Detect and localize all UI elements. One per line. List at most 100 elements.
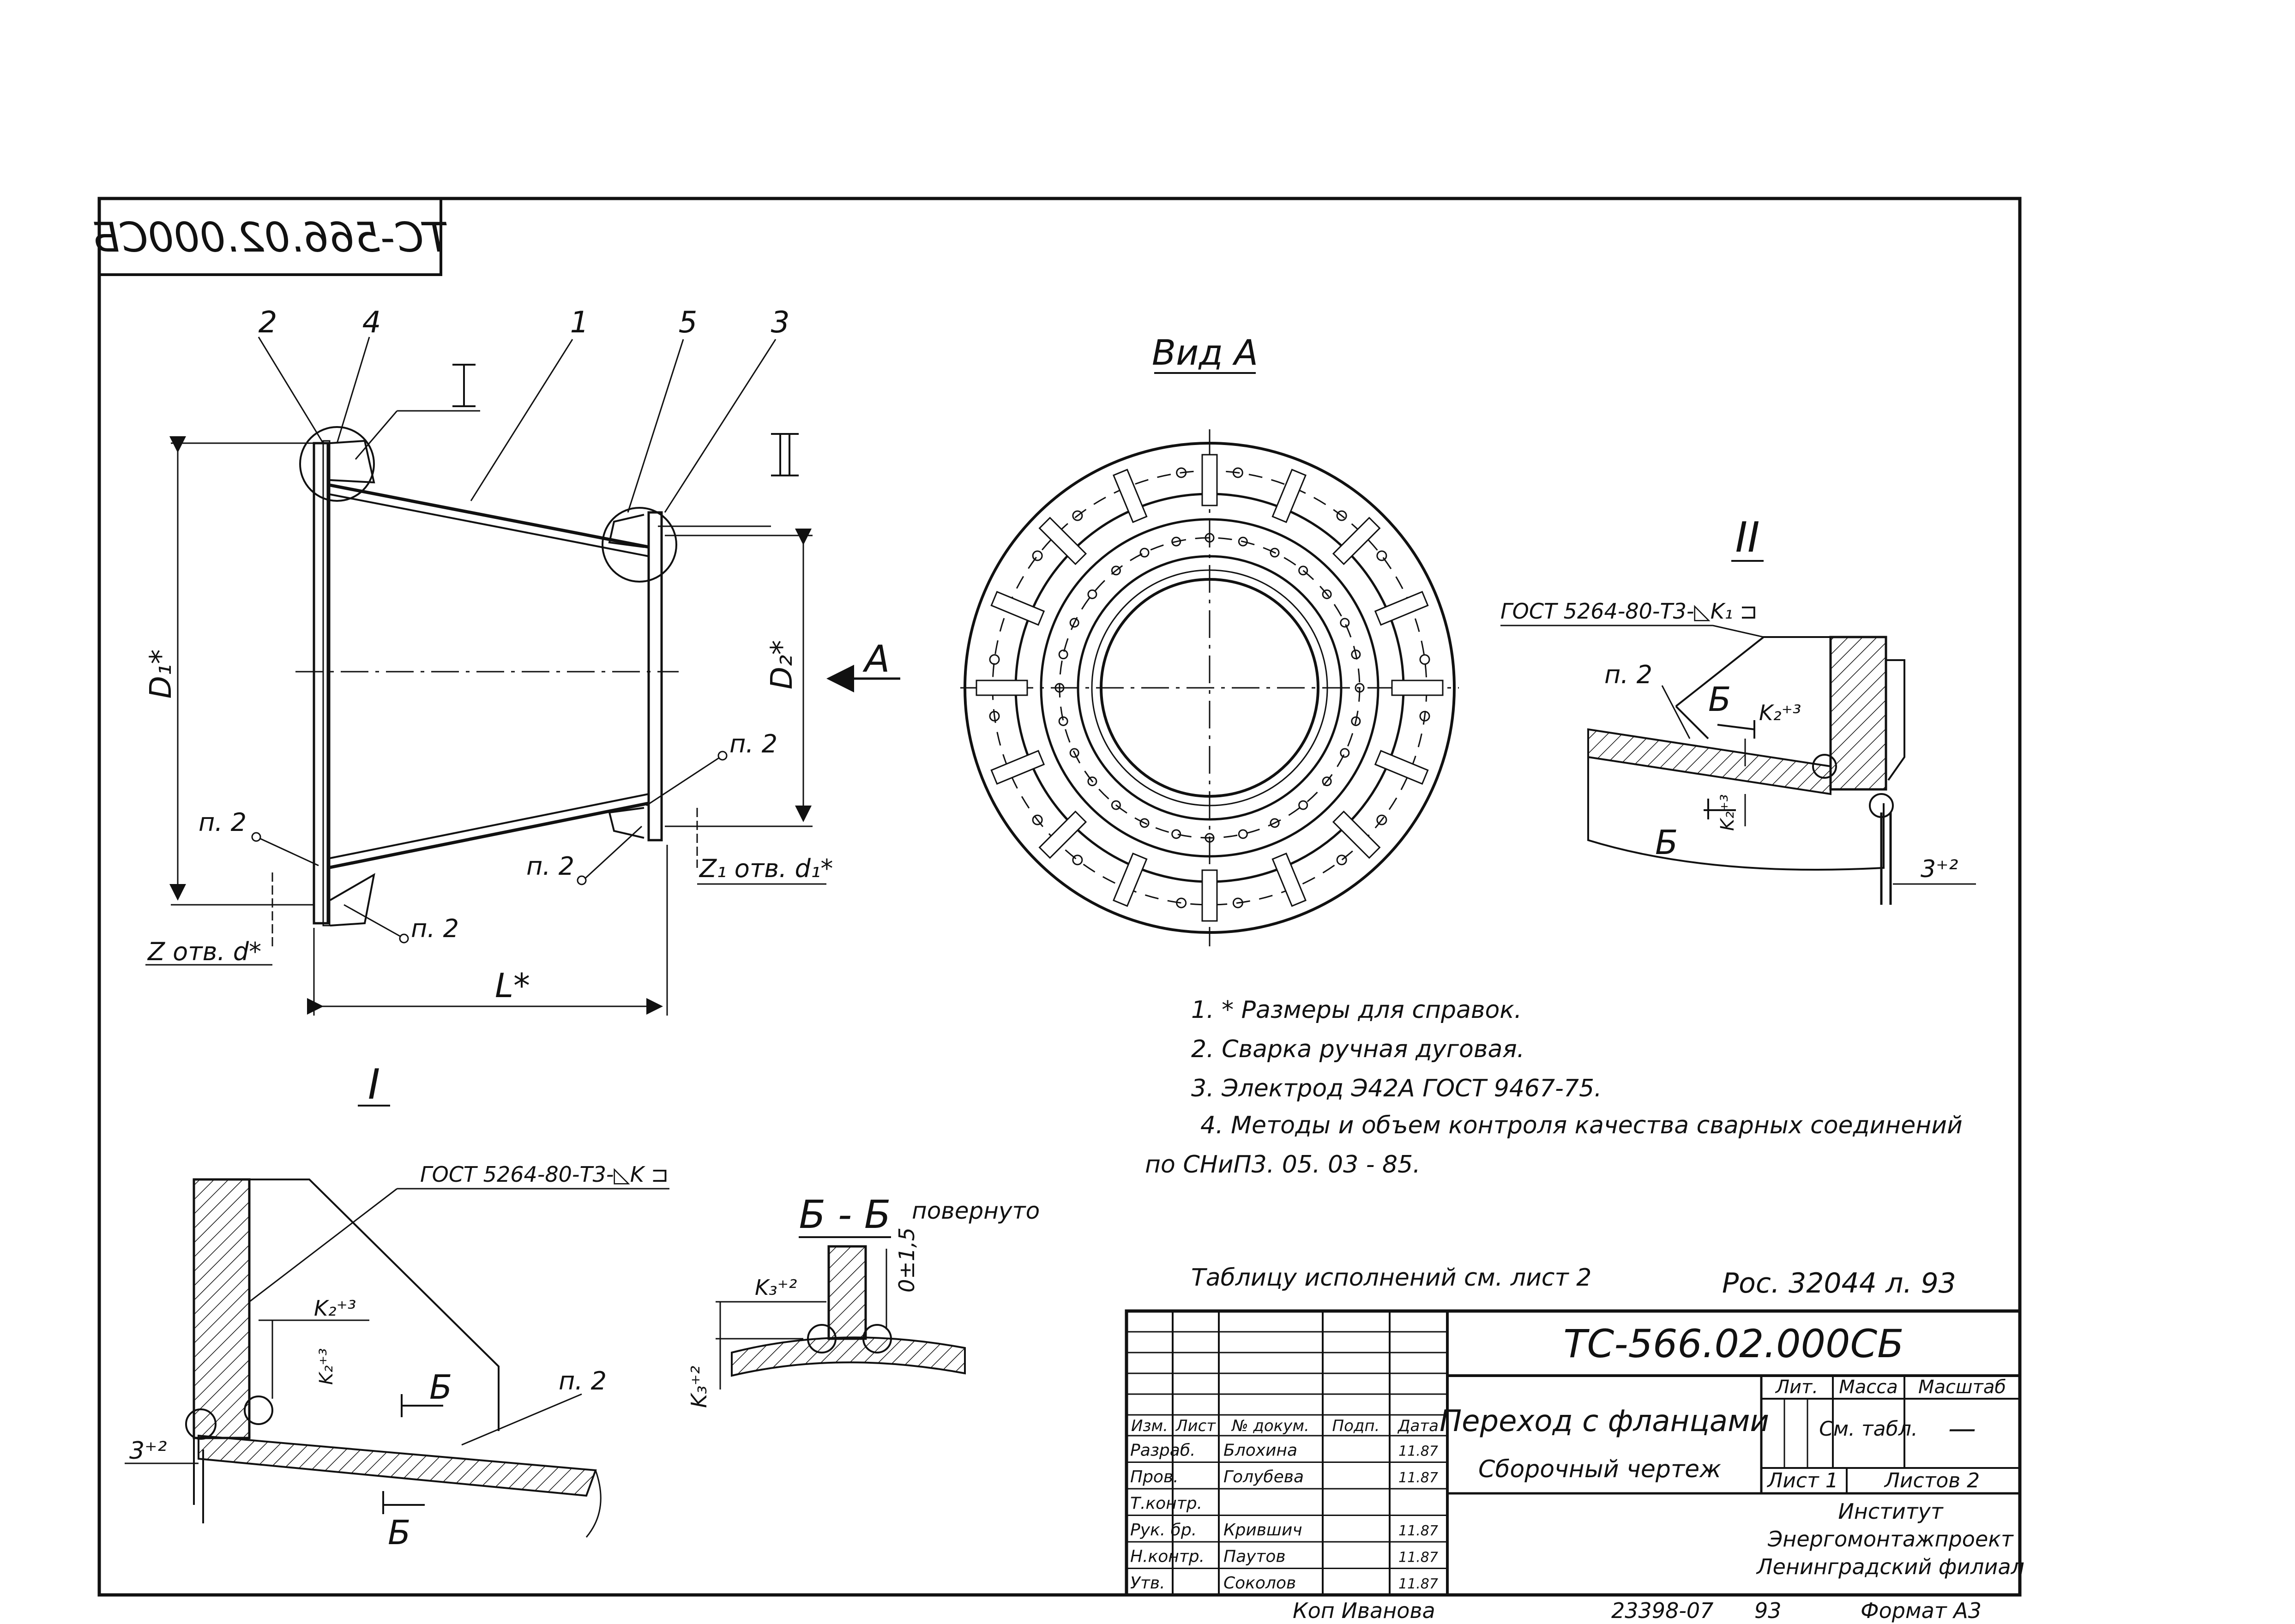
outer-bolt-hole [989,710,1000,722]
holes-z-label: Z отв. d* [147,937,261,966]
institute-line-1: Институт [1838,1499,1943,1524]
inner-bolt-hole [1270,547,1280,558]
inner-bolt-hole [1340,748,1350,758]
section-bb-k3-label: K₃⁺² [755,1275,797,1300]
position-5-label: 5 [679,306,698,340]
inner-bolt-hole [1069,748,1079,758]
title-block-number: ТС-566.02.000СБ [1563,1321,1904,1366]
flange-rib [1038,810,1087,859]
weld-k1-label: ГОСТ 5264-80-Т3-◺K₁ ⊐ [1500,599,1758,624]
title-block-date: 11.87 [1398,1523,1438,1539]
note-4: 4. Методы и объем контроля качества свар… [1200,1112,1963,1139]
technical-notes: 1. * Размеры для справок. 2. Сварка ручн… [1145,996,1963,1179]
outer-bolt-hole [1419,710,1430,722]
note-2: 2. Сварка ручная дуговая. [1191,1035,1524,1063]
detail-two-p2-label: п. 2 [1604,660,1652,689]
inner-bolt-hole [1355,683,1365,693]
detail-one-gap-label: 3⁺² [129,1437,167,1465]
detail-two-k2-label: K₂⁺³ [1759,700,1801,725]
detail-one-p2-label: п. 2 [559,1366,607,1395]
detail-one-cut-b-upper: Б [429,1368,452,1407]
flange-rib [1038,517,1087,565]
inner-bolt-hole [1054,683,1065,693]
sheet-number: Лист 1 [1766,1469,1838,1492]
view-a-title: Вид А [1152,332,1258,373]
flange-rib [990,750,1045,785]
flange-rib [1332,810,1381,859]
inner-bolt-hole [1139,818,1150,828]
title-block-name: Соколов [1223,1574,1296,1593]
flange-rib [1374,750,1429,785]
flange-rib [1113,469,1148,523]
title-block-name: Крившич [1223,1521,1302,1540]
title-block-role: Н.контр. [1130,1547,1205,1566]
outer-bolt-hole [1072,854,1083,866]
inner-bolt-hole [1298,800,1308,810]
inner-bolt-hole [1111,565,1121,576]
holes-z1-label: Z₁ отв. d₁* [699,854,833,883]
inner-bolt-hole [1087,776,1097,787]
inner-bolt-hole [1058,716,1068,726]
p2-label-left: п. 2 [199,808,247,837]
p2-label-bottom: п. 2 [526,852,574,881]
flange-rib [1271,469,1307,523]
outer-bolt-hole [1376,550,1387,561]
note-1: 1. * Размеры для справок. [1191,996,1522,1024]
detail-two-gap-label: 3⁺² [1921,855,1958,883]
detail-one-title: I [368,1060,380,1109]
note-4-cont: по СНиП3. 05. 03 - 85. [1145,1151,1421,1179]
title-block-title: Переход с фланцами [1440,1404,1769,1438]
detail-one-cut-b-lower: Б [388,1513,410,1552]
mass-header: Масса [1839,1377,1898,1398]
section-bb-k3-vertical: K₃⁺² [687,1366,711,1408]
flange-rib [1271,852,1307,907]
view-a [960,429,1459,946]
mirrored-drawing-number: ТС-566.02.000СБ [92,214,449,261]
copy-note: Коп Иванова [1293,1598,1435,1623]
p2-label-flange: п. 2 [411,914,459,943]
flange-rib [1374,591,1429,626]
title-block-head-cell: Изм. [1131,1417,1168,1435]
detail-two-title: II [1735,513,1759,562]
inner-bolt-hole [1351,650,1361,660]
position-2-label: 2 [259,306,277,340]
inner-bolt-hole [1340,618,1350,628]
position-1-label: 1 [570,306,589,340]
outer-bolt-hole [1232,467,1243,478]
title-block-head-cell: Подп. [1332,1417,1380,1435]
title-block-role: Разраб. [1130,1441,1195,1460]
title-block-subtitle: Сборочный чертеж [1478,1456,1721,1483]
section-bb-note: повернуто [912,1197,1040,1224]
p2-label-right: п. 2 [729,729,777,758]
d1-dimension-label: D₁* [144,650,178,699]
scale-value: — [1948,1413,1976,1445]
mass-value: См. табл. [1819,1417,1918,1441]
flange-rib [990,591,1045,626]
outer-bolt-hole [1419,654,1430,665]
detail-two [1500,625,1976,905]
mirrored-number-box: ТС-566.02.000СБ [92,197,449,276]
institute-line-3: Ленинградский филиал [1756,1554,2024,1579]
title-block-role: Рук. бр. [1130,1521,1197,1540]
section-bb-title: Б - Б [799,1192,891,1237]
inner-bolt-hole [1238,829,1248,839]
format-label: Формат А3 [1861,1598,1982,1623]
section-bb-thickness-label: 0±1,5 [894,1227,919,1293]
title-block-role: Утв. [1130,1574,1165,1593]
section-bb [716,1245,966,1389]
outer-bolt-hole [1336,510,1347,521]
inner-bolt-hole [1205,533,1215,543]
inner-bolt-hole [1087,589,1097,599]
inner-bolt-hole [1171,829,1181,839]
flange-rib [1113,852,1148,907]
title-block-date: 11.87 [1398,1444,1438,1460]
title-block-date: 11.87 [1398,1470,1438,1486]
inner-bolt-hole [1322,776,1332,787]
flange-rib [1332,517,1381,565]
inner-bolt-hole [1111,800,1121,810]
title-block-head-cell: Дата [1397,1417,1439,1435]
position-3-label: 3 [771,306,790,340]
outer-bolt-hole [1376,814,1387,825]
inner-bolt-hole [1139,547,1150,558]
